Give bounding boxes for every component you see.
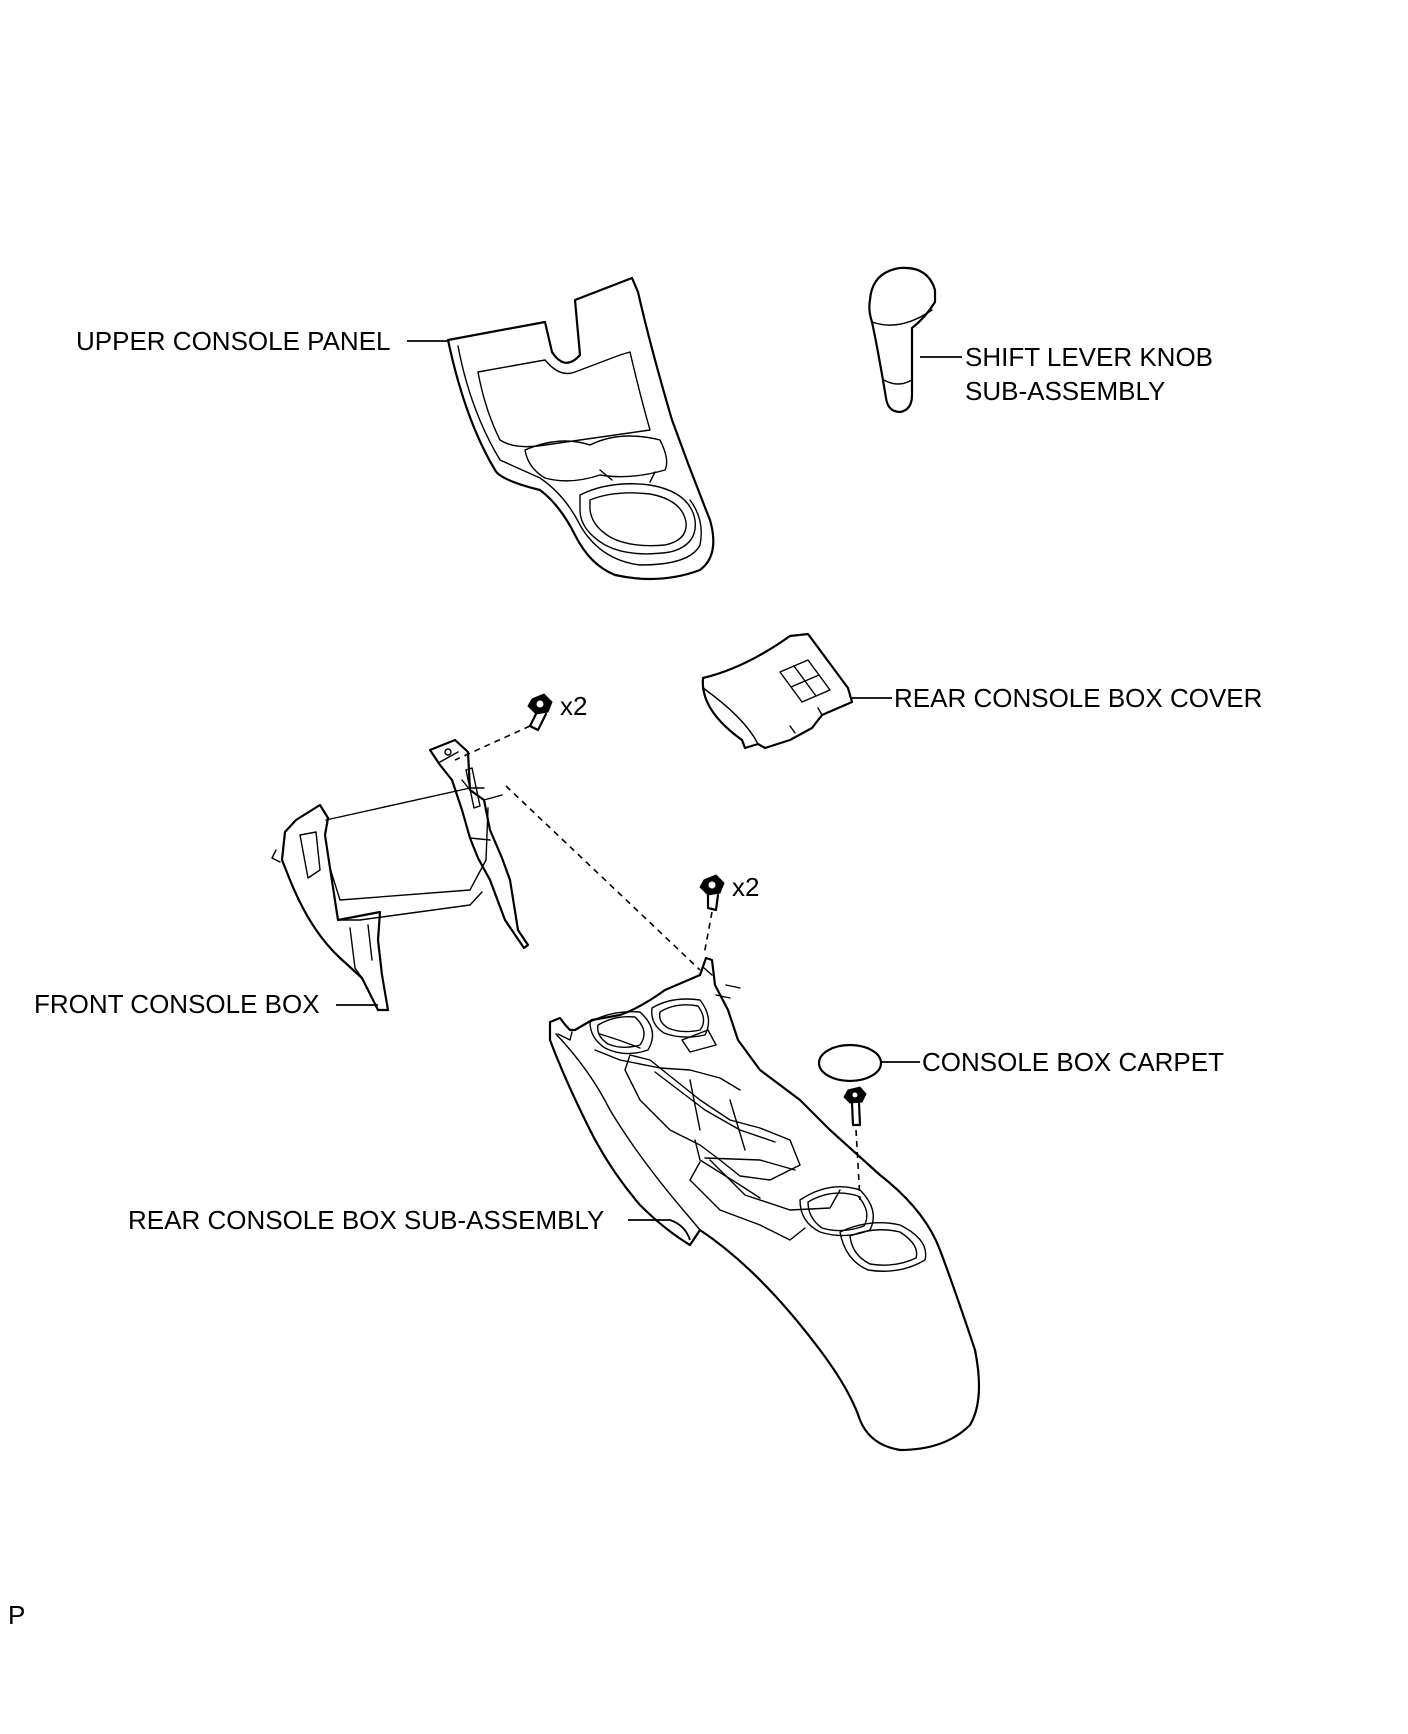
upper-console-panel-part bbox=[446, 276, 715, 581]
rear-console-box-sub-assembly-leader bbox=[628, 1219, 691, 1241]
rear-console-box-cover-label: REAR CONSOLE BOX COVER bbox=[894, 683, 1262, 713]
rear-console-box-sub-assembly-part bbox=[548, 956, 981, 1452]
console-box-carpet-part bbox=[817, 1043, 883, 1083]
rear-console-box-sub-assembly-label: REAR CONSOLE BOX SUB-ASSEMBLY bbox=[128, 1205, 604, 1235]
carpet-bolt-dashline bbox=[855, 1129, 861, 1201]
carpet-bolt-part bbox=[843, 1086, 867, 1127]
shift-lever-knob-label-line1: SHIFT LEVER KNOB bbox=[965, 342, 1213, 372]
upper-bolt-part bbox=[527, 693, 553, 732]
shift-lever-knob-label-line2: SUB-ASSEMBLY bbox=[965, 376, 1165, 406]
rear-console-box-cover-part bbox=[701, 632, 854, 750]
upper-bolt-qty: x2 bbox=[560, 691, 587, 721]
front-console-box-label: FRONT CONSOLE BOX bbox=[34, 989, 320, 1019]
front-box-to-rear-box-dashline bbox=[505, 785, 701, 971]
middle-bolt-dashline bbox=[703, 911, 713, 956]
middle-bolt-qty: x2 bbox=[732, 872, 759, 902]
middle-bolt-part bbox=[699, 874, 725, 912]
figure-code: P bbox=[8, 1600, 25, 1630]
upper-console-panel-label: UPPER CONSOLE PANEL bbox=[76, 326, 391, 356]
shift-lever-knob-part bbox=[868, 266, 937, 414]
front-console-box-part bbox=[271, 738, 530, 1012]
upper-bolt-dashline bbox=[454, 725, 531, 761]
console-box-carpet-label: CONSOLE BOX CARPET bbox=[922, 1047, 1224, 1077]
